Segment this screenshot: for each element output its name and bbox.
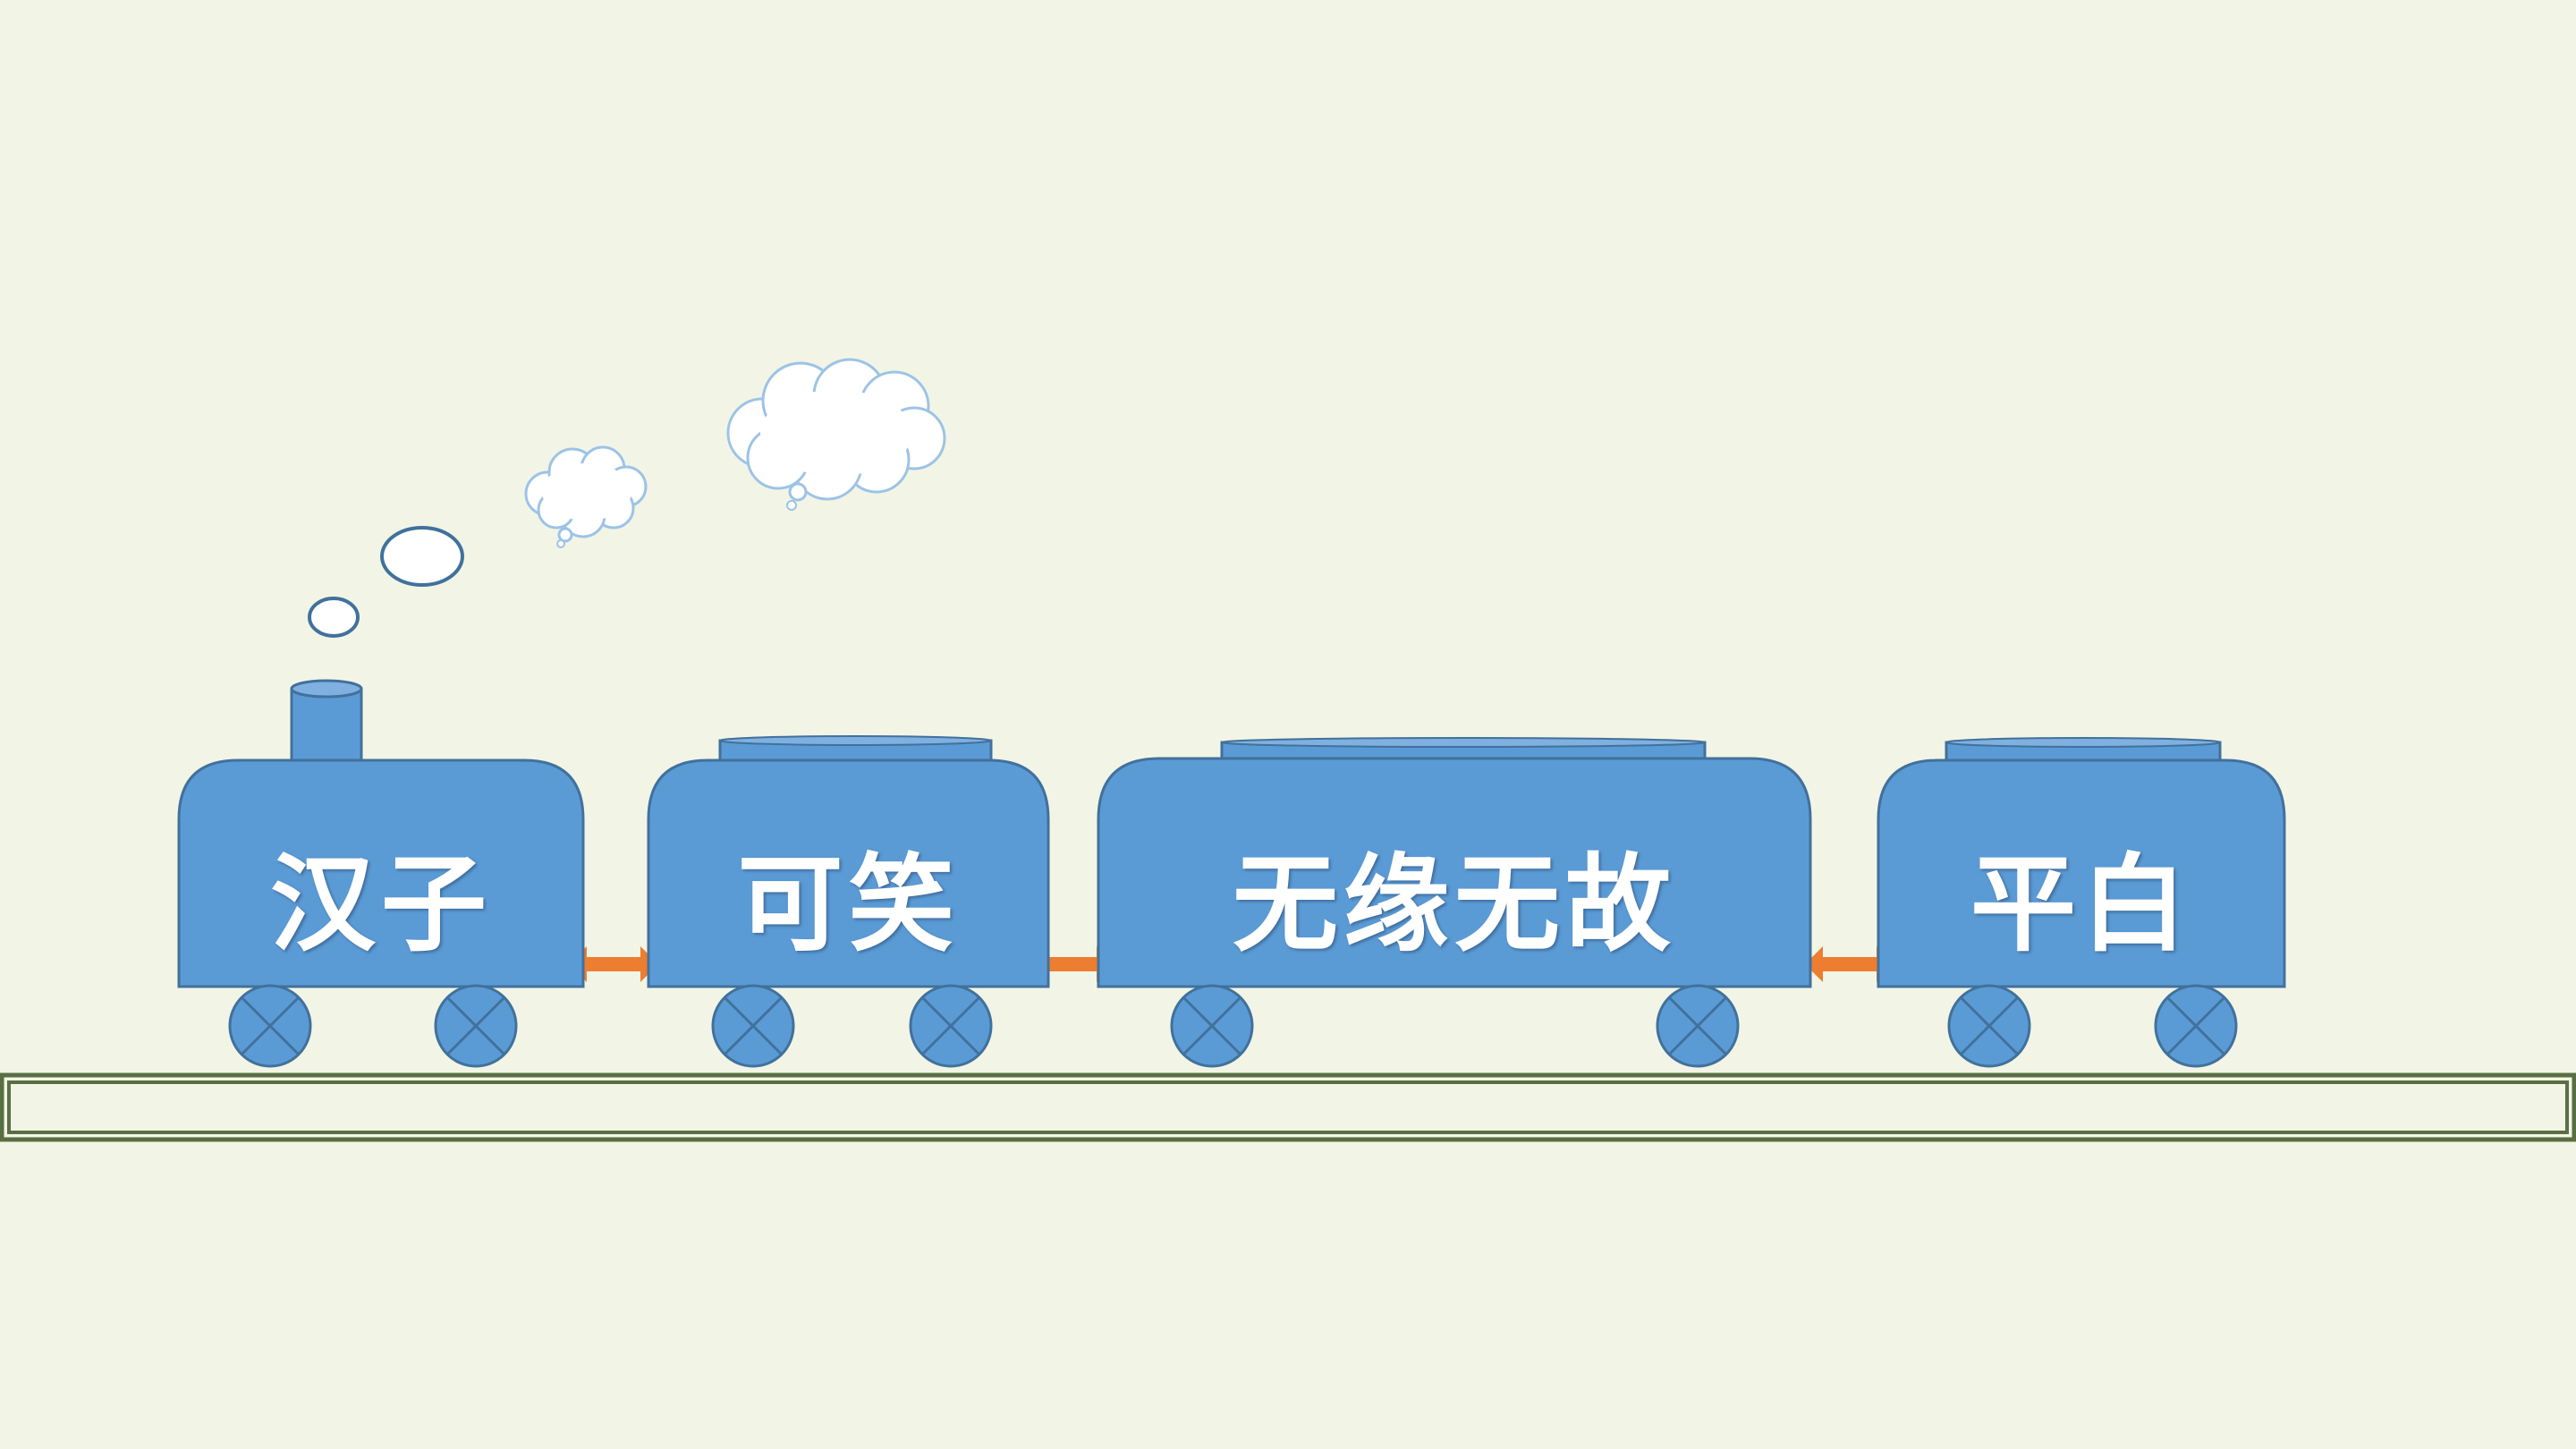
left-right-arrow-icon <box>1805 946 1894 982</box>
x-wheel-icon <box>1656 984 1740 1068</box>
car-body <box>647 758 1050 988</box>
rail-inner <box>7 1080 2569 1134</box>
coupler-1 <box>569 946 658 982</box>
car-body <box>177 758 585 988</box>
x-wheel-icon <box>434 984 518 1068</box>
car-body <box>1877 758 2286 988</box>
train-car-2 <box>647 735 1050 1068</box>
x-wheel-icon <box>1170 984 1254 1068</box>
coupler-2 <box>1025 946 1114 982</box>
train-car-4 <box>1877 737 2286 1068</box>
track <box>0 1072 2576 1142</box>
x-wheel-icon <box>711 984 795 1068</box>
car-body <box>1097 757 1812 988</box>
smoke-cloud-small <box>524 445 648 548</box>
x-wheel-icon <box>228 984 312 1068</box>
x-wheel-icon <box>909 984 993 1068</box>
x-wheel-icon <box>2154 984 2238 1068</box>
x-wheel-icon <box>1947 984 2031 1068</box>
smoke-cloud-large <box>726 358 946 511</box>
smoke-puff-large <box>380 526 464 587</box>
left-right-arrow-icon <box>569 946 658 982</box>
train-car-3 <box>1097 737 1812 1068</box>
left-right-arrow-icon <box>1025 946 1114 982</box>
smoke <box>308 358 946 638</box>
coupler-3 <box>1805 946 1894 982</box>
train-car-1 <box>177 679 585 1068</box>
smoke-puff-small <box>308 597 360 638</box>
